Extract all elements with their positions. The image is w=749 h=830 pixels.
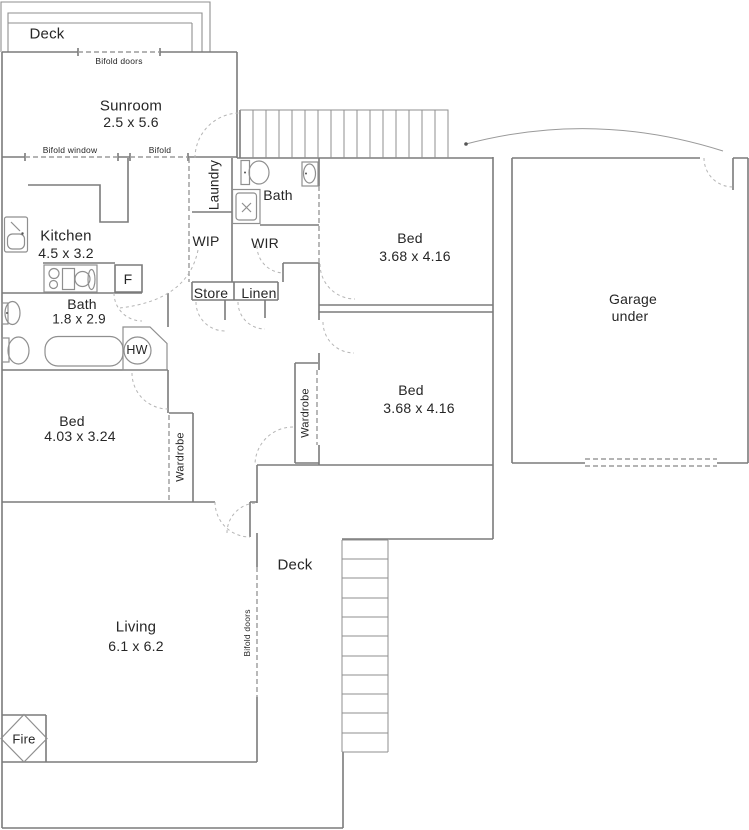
toilet-lower-icon (1, 336, 30, 365)
dashed-openings (25, 51, 717, 697)
wip-label: WIP (192, 233, 220, 249)
hot-water-icon (122, 326, 168, 371)
garage-sublabel: under (611, 308, 649, 324)
garage-label: Garage (609, 291, 657, 307)
deck-lower-label: Deck (277, 556, 313, 574)
living-dimensions: 6.1 x 6.2 (108, 638, 164, 654)
bifold-label: Bifold (148, 144, 172, 155)
deck-top-label: Deck (29, 25, 65, 43)
deck-railing-lines (0, 1, 211, 52)
bed-left-dimensions: 4.03 x 3.24 (44, 428, 116, 444)
pedestal-basin-icon (1, 300, 21, 326)
cooktop-icon (43, 264, 98, 293)
kitchen-label: Kitchen (40, 227, 92, 245)
bath-upper-label: Bath (263, 187, 293, 203)
fridge-label: F (123, 271, 133, 287)
bifold-doors-living-label: Bifold doors (241, 609, 252, 657)
fireplace-icon (0, 713, 48, 763)
door-arcs (113, 112, 734, 538)
bifold-doors-deck-label: Bifold doors (95, 55, 143, 66)
shower-icon (231, 188, 261, 225)
living-label: Living (115, 618, 157, 636)
bed-left-label: Bed (59, 413, 85, 429)
stairs-upper (240, 109, 449, 158)
fireplace-label: Fire (12, 731, 36, 747)
store-label: Store (193, 285, 229, 301)
basin-upper-icon (301, 161, 319, 187)
hot-water-label: HW (126, 342, 148, 357)
bifold-window-label: Bifold window (42, 144, 98, 155)
linen-label: Linen (241, 285, 277, 301)
kitchen-sink-icon (3, 216, 29, 253)
toilet-upper-icon (240, 159, 270, 186)
stairs-lower (341, 539, 389, 753)
driveway-arc (464, 128, 724, 152)
wardrobe-right-label: Wardrobe (299, 388, 312, 438)
bed-lower-right-dimensions: 3.68 x 4.16 (383, 400, 455, 416)
bed-upper-right-dimensions: 3.68 x 4.16 (379, 248, 451, 264)
wardrobe-left-label: Wardrobe (174, 432, 187, 482)
wir-label: WIR (251, 235, 279, 251)
sunroom-label: Sunroom (99, 97, 163, 115)
sunroom-dimensions: 2.5 x 5.6 (103, 114, 159, 130)
bath-lower-dimensions: 1.8 x 2.9 (52, 311, 106, 327)
kitchen-dimensions: 4.5 x 3.2 (38, 245, 94, 261)
laundry-label: Laundry (206, 159, 222, 211)
bath-lower-label: Bath (67, 296, 97, 312)
bathtub-icon (44, 335, 124, 367)
bed-lower-right-label: Bed (398, 382, 424, 398)
bed-upper-right-label: Bed (397, 230, 423, 246)
